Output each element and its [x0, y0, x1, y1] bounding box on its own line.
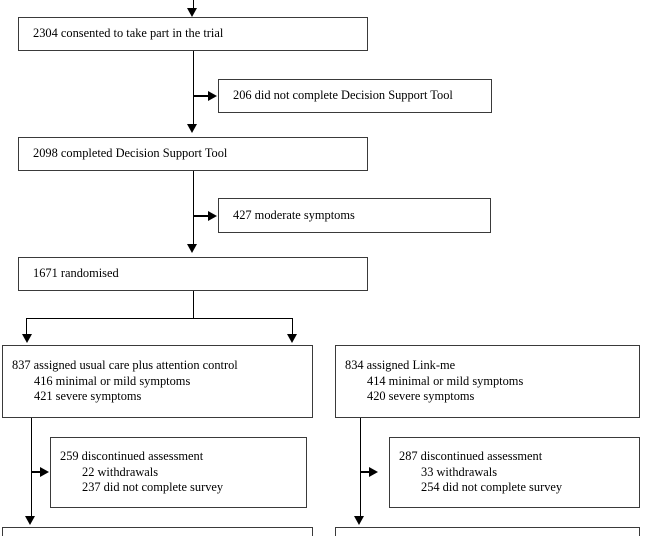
arrowhead-to-discontinued-control [40, 467, 49, 477]
arrowhead-to-excluded-moderate [208, 211, 217, 221]
node-excluded-dst-line-1: 206 did not complete Decision Support To… [233, 88, 453, 103]
node-discontinued-control-line-1: 259 discontinued assessment [60, 449, 204, 464]
node-excluded-moderate-line-1: 427 moderate symptoms [233, 207, 355, 222]
connector-to-excluded-dst [193, 95, 210, 97]
connector-to-discontinued-intervention [360, 471, 371, 473]
connector-control-stem [30, 418, 32, 517]
arrowhead-control-to-bottom [25, 516, 36, 525]
entry-arrowhead [187, 8, 198, 17]
connector-randomised-stem [192, 291, 194, 319]
node-arm-intervention-line-3: 420 severe symptoms [367, 389, 475, 404]
arrowhead-completed-to-randomised [187, 244, 198, 253]
node-completed-dst: 2098 completed Decision Support Tool [18, 137, 368, 171]
node-excluded-moderate: 427 moderate symptoms [218, 198, 491, 233]
connector-allocation-bar [26, 318, 293, 320]
connector-intervention-stem [359, 418, 361, 517]
node-completed-dst-line-1: 2098 completed Decision Support Tool [33, 146, 228, 161]
node-discontinued-control-line-3: 237 did not complete survey [82, 480, 224, 495]
arrowhead-intervention-to-bottom [354, 516, 365, 525]
connector-allocation-right [292, 318, 294, 335]
node-discontinued-intervention: 287 discontinued assessment 33 withdrawa… [389, 437, 640, 508]
node-randomised: 1671 randomised [18, 257, 368, 291]
node-discontinued-intervention-line-3: 254 did not complete survey [421, 480, 563, 495]
node-arm-control-line-2: 416 minimal or mild symptoms [34, 373, 191, 388]
connector-to-excluded-moderate [193, 215, 210, 217]
connector-to-discontinued-control [31, 471, 42, 473]
connector-consented-to-completed [192, 51, 194, 125]
node-excluded-dst: 206 did not complete Decision Support To… [218, 79, 492, 113]
node-arm-control-line-1: 837 assigned usual care plus attention c… [12, 358, 238, 373]
node-bottom-intervention [335, 527, 640, 536]
node-consented: 2304 consented to take part in the trial [18, 17, 368, 51]
node-arm-intervention-line-1: 834 assigned Link-me [345, 358, 456, 373]
node-discontinued-control-line-2: 22 withdrawals [82, 464, 159, 479]
connector-completed-to-randomised [192, 171, 194, 245]
node-discontinued-intervention-line-1: 287 discontinued assessment [399, 449, 543, 464]
node-arm-intervention: 834 assigned Link-me 414 minimal or mild… [335, 345, 640, 418]
arrowhead-consented-to-completed [187, 124, 198, 133]
arrowhead-to-discontinued-intervention [369, 467, 378, 477]
node-arm-control: 837 assigned usual care plus attention c… [2, 345, 313, 418]
connector-allocation-left [26, 318, 28, 335]
arrowhead-to-excluded-dst [208, 91, 217, 101]
arrowhead-allocation-right [287, 334, 298, 343]
node-consented-line-1: 2304 consented to take part in the trial [33, 26, 224, 41]
node-discontinued-control: 259 discontinued assessment 22 withdrawa… [50, 437, 307, 508]
node-bottom-control [2, 527, 313, 536]
arrowhead-allocation-left [21, 334, 32, 343]
entry-connector-line [192, 0, 194, 10]
node-arm-control-line-3: 421 severe symptoms [34, 389, 142, 404]
node-arm-intervention-line-2: 414 minimal or mild symptoms [367, 373, 524, 388]
node-discontinued-intervention-line-2: 33 withdrawals [421, 464, 498, 479]
node-randomised-line-1: 1671 randomised [33, 266, 119, 281]
